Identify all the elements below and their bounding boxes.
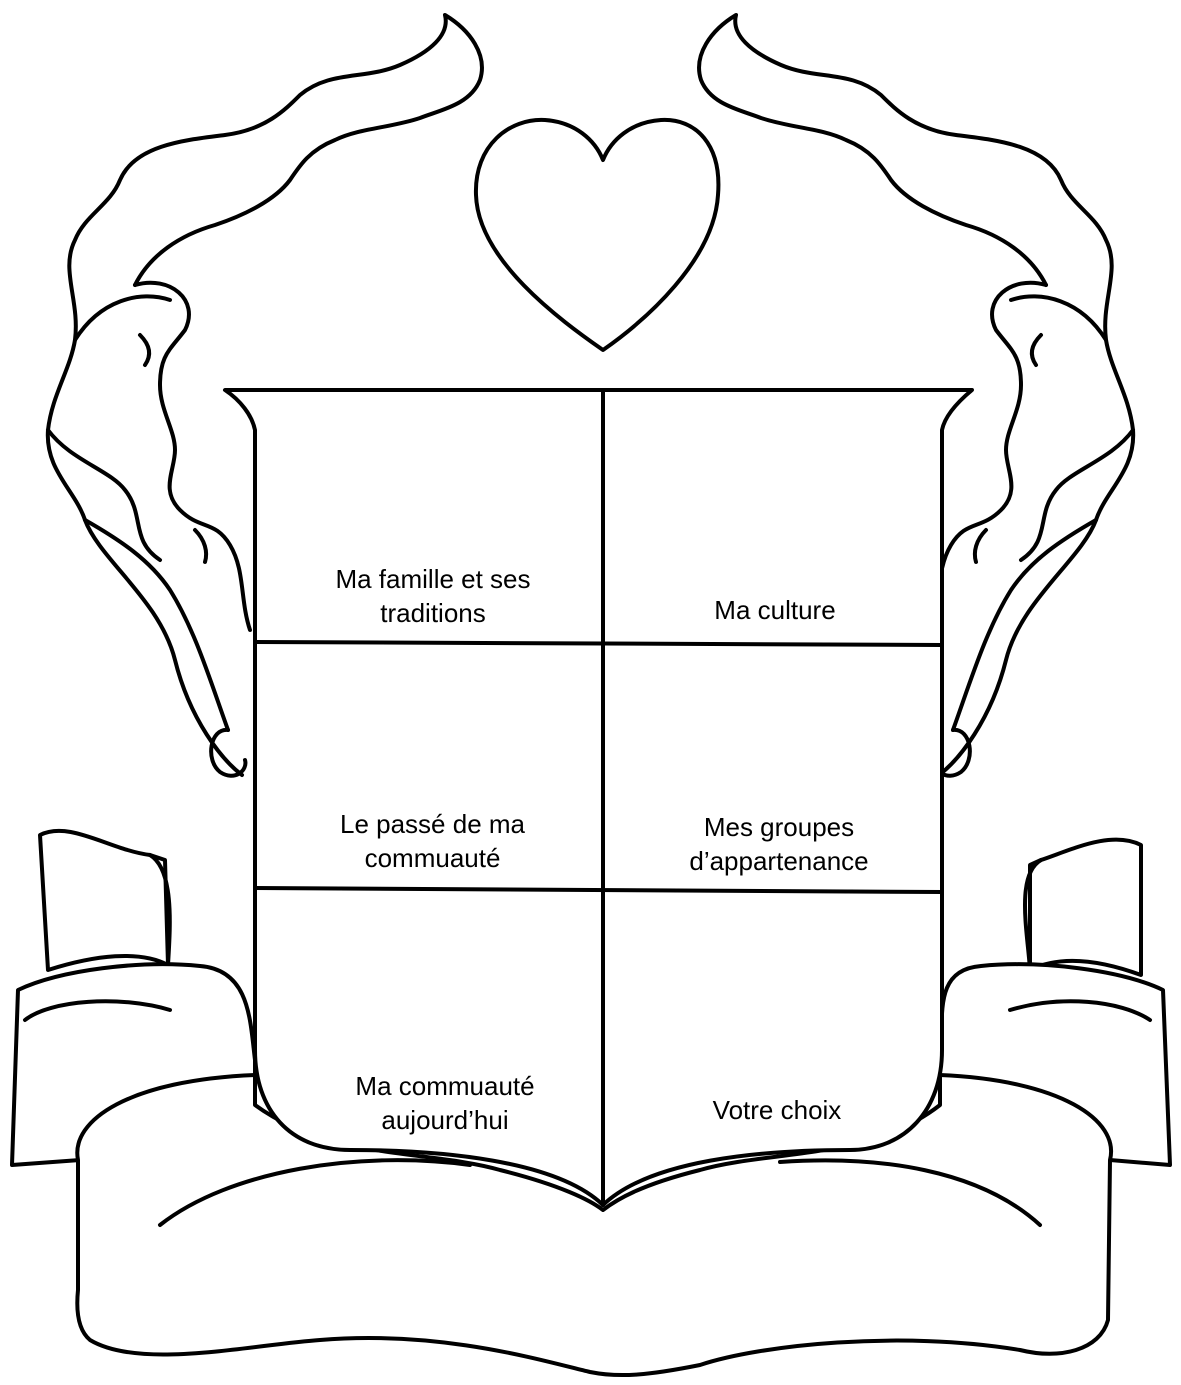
cell-culture-label: Ma culture — [675, 593, 875, 627]
heart-icon — [476, 120, 718, 350]
cell-past-label: Le passé de ma commuauté — [315, 807, 550, 875]
cell-past-line-1: Le passé de ma — [315, 807, 550, 841]
cell-today-line-1: Ma commuauté — [330, 1069, 560, 1103]
cell-choice-label: Votre choix — [677, 1093, 877, 1127]
cell-family-label: Ma famille et ses traditions — [318, 562, 548, 630]
cell-groups-line-2: d’appartenance — [664, 844, 894, 878]
cell-today-line-2: aujourd’hui — [330, 1103, 560, 1137]
cell-groups-line-1: Mes groupes — [664, 810, 894, 844]
cell-groups-label: Mes groupes d’appartenance — [664, 810, 894, 878]
cell-choice-line-1: Votre choix — [677, 1093, 877, 1127]
cell-culture-line-1: Ma culture — [675, 593, 875, 627]
cell-past-line-2: commuauté — [315, 841, 550, 875]
cell-family-line-1: Ma famille et ses — [318, 562, 548, 596]
cell-today-label: Ma commuauté aujourd’hui — [330, 1069, 560, 1137]
cell-family-line-2: traditions — [318, 596, 548, 630]
